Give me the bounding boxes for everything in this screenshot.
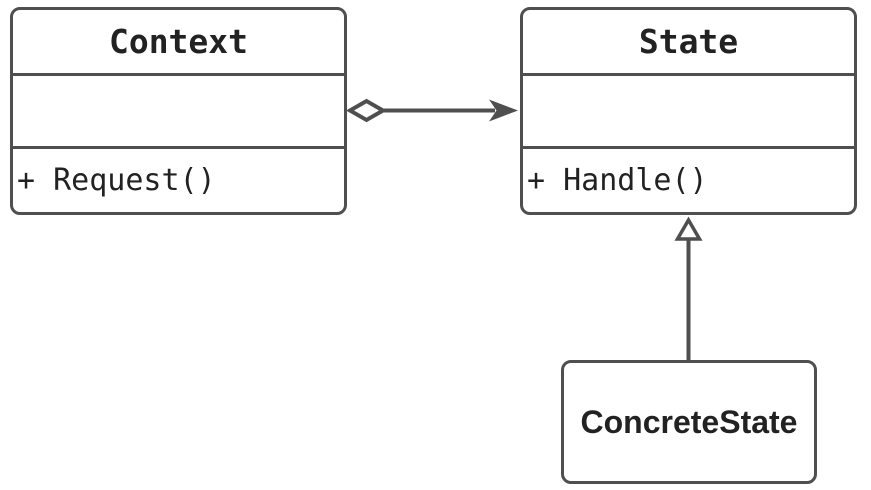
class-attributes-context — [13, 76, 344, 149]
generalization-edge-concretestate-to-state — [674, 216, 703, 360]
class-box-state: State + Handle() — [520, 7, 857, 215]
class-methods-state: + Handle() — [527, 163, 708, 198]
class-box-context: Context + Request() — [10, 7, 347, 215]
class-attributes-state — [523, 76, 854, 149]
class-title-context: Context — [13, 10, 344, 76]
class-box-concretestate: ConcreteState — [561, 360, 817, 484]
aggregation-edge-context-to-state — [345, 98, 518, 123]
class-title-state: State — [523, 10, 854, 76]
hollow-triangle-icon — [674, 216, 703, 241]
class-title-concretestate: ConcreteState — [580, 403, 798, 440]
class-methods-context: + Request() — [17, 163, 216, 198]
filled-arrowhead-icon — [489, 99, 518, 122]
hollow-diamond-icon — [345, 98, 388, 123]
